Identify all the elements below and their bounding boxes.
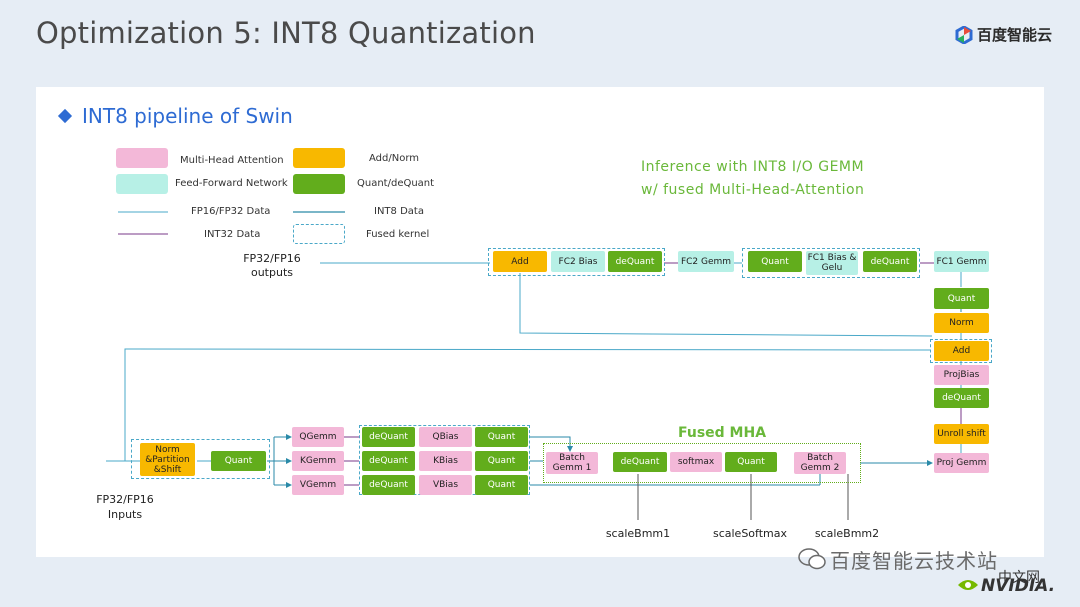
legend-fp-label: FP16/FP32 Data [191, 206, 271, 217]
fused-kernel-mha [543, 443, 861, 483]
node-fc1-gemm: FC1 Gemm [934, 251, 989, 272]
nvidia-brand: NVIDIA. [981, 576, 1056, 596]
legend-mha-swatch [116, 148, 168, 168]
watermark-site: 中文网 [998, 570, 1040, 586]
legend-mha-label: Multi-Head Attention [180, 155, 284, 166]
node-norm-partition-shift: Norm &Partition &Shift [140, 443, 195, 476]
legend-int32-label: INT32 Data [204, 229, 261, 240]
node-add-right: Add [934, 341, 989, 361]
node-quant-mha: Quant [725, 452, 777, 472]
node-vgemm: VGemm [292, 475, 344, 495]
node-fc2-gemm: FC2 Gemm [678, 251, 734, 272]
inputs-label-line1: FP32/FP16 [96, 493, 154, 506]
wechat-icon [798, 548, 826, 570]
fused-kernel-fc2 [488, 248, 665, 276]
node-dequant-k: deQuant [362, 451, 415, 471]
node-qbias: QBias [419, 427, 472, 447]
node-dequant-top2: deQuant [863, 251, 917, 272]
node-dequant-v: deQuant [362, 475, 415, 495]
baidu-cloud-logo: 百度智能云 [955, 24, 1052, 45]
node-quant-k: Quant [475, 451, 528, 471]
node-vbias: VBias [419, 475, 472, 495]
section-heading: INT8 pipeline of Swin [82, 104, 293, 128]
scale-bmm1-label: scaleBmm1 [605, 527, 671, 540]
node-dequant-q: deQuant [362, 427, 415, 447]
fused-kernel-add-norm [930, 339, 992, 363]
node-dequant-top1: deQuant [608, 251, 662, 272]
fused-kernel-input [131, 439, 270, 479]
watermark-text: 百度智能云技术站 [830, 549, 998, 573]
node-dequant-right: deQuant [934, 388, 989, 408]
node-batch-gemm2: Batch Gemm 2 [794, 452, 846, 474]
node-quant-q: Quant [475, 427, 528, 447]
fused-mha-label: Fused MHA [678, 425, 767, 441]
scale-softmax-label: scaleSoftmax [712, 527, 787, 540]
legend-fused-swatch [293, 224, 345, 244]
inputs-label-line2: Inputs [107, 508, 143, 521]
node-quant-right: Quant [934, 288, 989, 309]
nvidia-eye-icon [958, 580, 978, 590]
annotation-line2: w/ fused Multi-Head-Attention [641, 182, 865, 198]
legend-add-norm-swatch [293, 148, 345, 168]
node-softmax: softmax [670, 452, 722, 472]
node-fc2-bias: FC2 Bias [551, 251, 605, 272]
legend-ffn-swatch [116, 174, 168, 194]
outputs-label-line1: FP32/FP16 [243, 252, 301, 265]
scale-bmm2-label: scaleBmm2 [814, 527, 880, 540]
legend-fused-label: Fused kernel [366, 229, 430, 240]
annotation-line1: Inference with INT8 I/O GEMM [641, 159, 865, 175]
node-quant-left: Quant [211, 451, 266, 471]
node-proj-gemm: Proj Gemm [934, 453, 989, 473]
node-norm-right: Norm [934, 313, 989, 333]
node-fc1-bias-gelu: FC1 Bias & Gelu [806, 251, 858, 275]
node-quant-top: Quant [748, 251, 802, 272]
node-add-top: Add [493, 251, 547, 272]
node-batch-gemm1: Batch Gemm 1 [546, 452, 598, 474]
legend-quant-swatch [293, 174, 345, 194]
node-dequant-mha: deQuant [613, 452, 667, 472]
node-kgemm: KGemm [292, 451, 344, 471]
logo-text: 百度智能云 [977, 26, 1053, 44]
node-quant-v: Quant [475, 475, 528, 495]
outputs-label-line2: outputs [250, 266, 293, 279]
node-kbias: KBias [419, 451, 472, 471]
legend-int8-label: INT8 Data [374, 206, 424, 217]
cloud-logo-icon [955, 25, 973, 44]
node-proj-bias: ProjBias [934, 365, 989, 385]
legend-quant-label: Quant/deQuant [357, 178, 435, 189]
legend-add-norm-label: Add/Norm [369, 153, 420, 164]
fused-kernel-fc1 [742, 248, 920, 278]
node-qgemm: QGemm [292, 427, 344, 447]
slide-title: Optimization 5: INT8 Quantization [36, 16, 536, 50]
node-unroll-shift: Unroll shift [934, 424, 989, 444]
legend-ffn-label: Feed-Forward Network [175, 178, 288, 189]
